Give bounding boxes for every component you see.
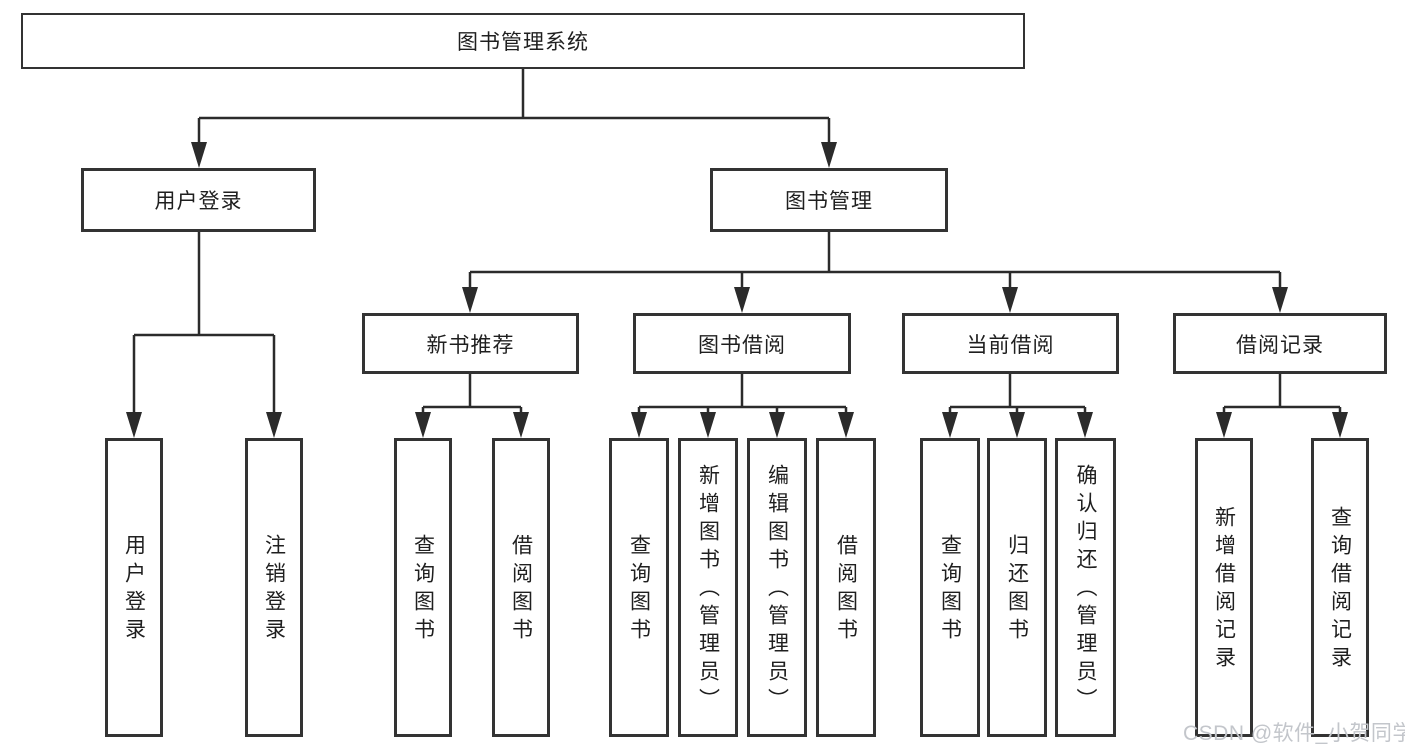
node-new-book-recommend: 新书推荐	[362, 313, 579, 374]
node-book-borrow: 图书借阅	[633, 313, 851, 374]
leaf-add-borrow-record: 新增借阅记录	[1195, 438, 1253, 737]
node-book-management: 图书管理	[710, 168, 948, 232]
leaf-query-book-borrow: 查询图书	[609, 438, 669, 737]
leaf-return-book: 归还图书	[987, 438, 1047, 737]
node-user-login: 用户登录	[81, 168, 316, 232]
node-system-root: 图书管理系统	[21, 13, 1025, 69]
leaf-query-book-recommend: 查询图书	[394, 438, 452, 737]
leaf-add-book-admin: 新增图书（管理员）	[678, 438, 738, 737]
leaf-logout: 注销登录	[245, 438, 303, 737]
leaf-borrow-book: 借阅图书	[816, 438, 876, 737]
leaf-query-borrow-record: 查询借阅记录	[1311, 438, 1369, 737]
leaf-borrow-book-recommend: 借阅图书	[492, 438, 550, 737]
leaf-user-login: 用户登录	[105, 438, 163, 737]
node-borrow-records: 借阅记录	[1173, 313, 1387, 374]
leaf-edit-book-admin: 编辑图书（管理员）	[747, 438, 807, 737]
csdn-watermark: CSDN @软件_小贺同学	[1183, 722, 1405, 745]
arrowheads	[126, 142, 1348, 438]
leaf-query-book-current: 查询图书	[920, 438, 980, 737]
leaf-confirm-return-admin: 确认归还（管理员）	[1055, 438, 1116, 737]
node-current-borrow: 当前借阅	[902, 313, 1119, 374]
